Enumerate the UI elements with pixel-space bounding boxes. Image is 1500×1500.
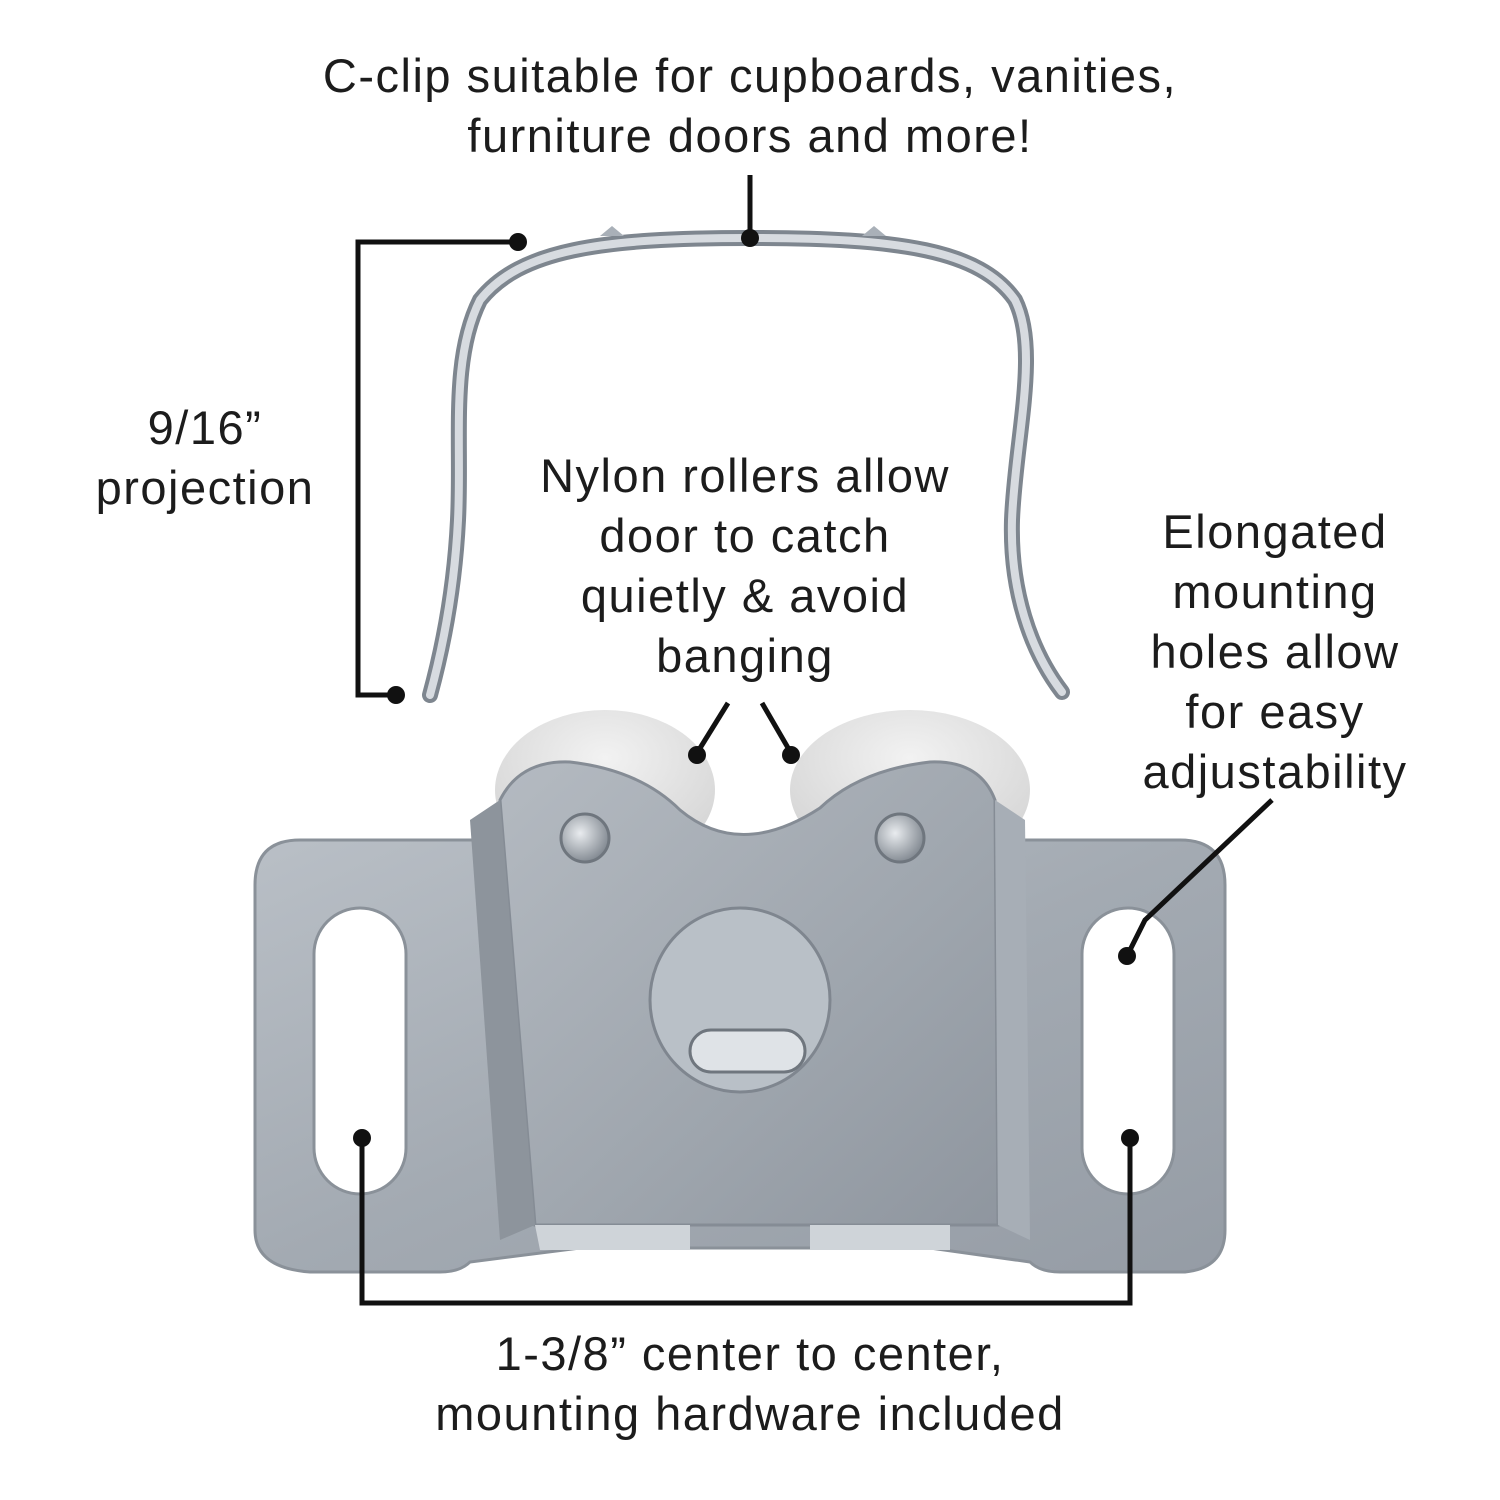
holes-line-1: Elongated	[1162, 505, 1388, 558]
holes-line-2: mounting	[1172, 565, 1378, 618]
center-line-1: 1-3/8” center to center,	[495, 1327, 1005, 1380]
c-clip-callout: C-clip suitable for cupboards, vanities,…	[250, 46, 1250, 166]
right-rivet	[874, 812, 926, 864]
rollers-line-2: door to catch	[599, 509, 891, 562]
holes-line-4: for easy	[1185, 685, 1365, 738]
c-clip-line-1: C-clip suitable for cupboards, vanities,	[322, 49, 1178, 102]
projection-callout: 9/16” projection	[60, 398, 350, 518]
leader-dots	[353, 229, 1139, 1147]
rollers-callout: Nylon rollers allow door to catch quietl…	[480, 446, 1010, 686]
projection-line-1: 9/16”	[147, 401, 263, 454]
center-slot	[688, 1028, 807, 1074]
center-line-2: mounting hardware included	[435, 1387, 1065, 1440]
holes-line-5: adjustability	[1142, 745, 1408, 798]
roller-leader-left	[694, 701, 731, 755]
rollers-line-1: Nylon rollers allow	[540, 449, 950, 502]
holes-line-3: holes allow	[1150, 625, 1400, 678]
rollers-line-3: quietly & avoid	[580, 569, 910, 622]
center-to-center-callout: 1-3/8” center to center, mounting hardwa…	[330, 1324, 1170, 1444]
projection-bracket	[355, 239, 518, 698]
rollers-line-4: banging	[656, 629, 834, 682]
left-rivet	[559, 812, 611, 864]
projection-line-2: projection	[95, 461, 315, 514]
c-clip-line-2: furniture doors and more!	[467, 109, 1033, 162]
holes-leader	[1124, 798, 1274, 958]
leader-lines	[355, 175, 1274, 1306]
center-bracket	[359, 1138, 1133, 1306]
roller-leader-right	[759, 701, 794, 755]
mounting-holes-callout: Elongated mounting holes allow for easy …	[1110, 502, 1440, 802]
roller-housing	[470, 760, 1030, 1250]
